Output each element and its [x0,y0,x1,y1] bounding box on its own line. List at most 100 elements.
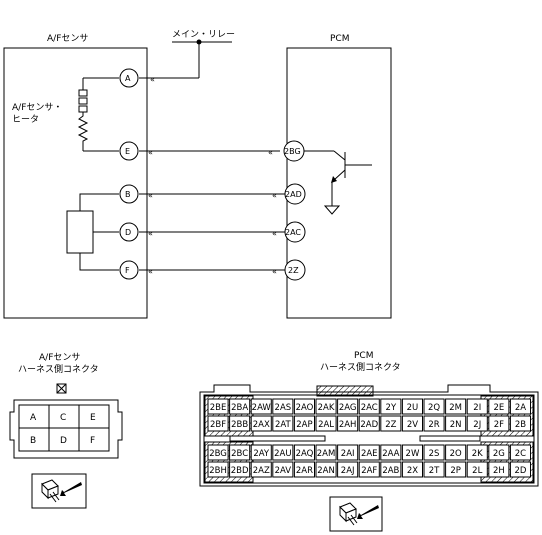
pcm-connector-title-2: ハーネス側コネクタ [320,361,401,373]
af-cell-d: D [60,436,67,446]
pcm-pin-label: 2M [449,403,462,413]
pcm-pin-cell [250,415,272,432]
pcm-pin-label: 2AM [317,449,336,459]
pcm-title: PCM [330,34,349,44]
sensor-element [66,210,94,254]
pcm-pin-label: 2G [493,449,505,459]
pcm-pin-cell [250,398,272,415]
heater-label-1: A/Fセンサ・ [12,102,62,113]
pcm-pin-cell [358,415,380,432]
pcm-pin-cell [358,444,380,461]
pcm-pin-cell [445,415,467,432]
pcm-pin-label: 2BE [210,403,227,413]
af-cell-f: F [90,436,95,446]
svg-text:«: « [150,75,155,84]
svg-text:«: « [148,267,153,276]
pcm-pin-label: 2A [515,403,526,413]
pcm-pin-cell [293,398,315,415]
pcm-pin-cell [380,398,402,415]
pcm-pin-label: 2AI [341,449,355,459]
svg-text:«: « [272,229,277,238]
pcm-pin-label: 2AV [275,466,292,476]
svg-text:«: « [148,229,153,238]
pcm-pin-cell [380,461,402,478]
svg-text:«: « [148,191,153,200]
pcm-pin-label: 2AZ [253,466,270,476]
svg-text:A: A [125,74,131,83]
sensor-pin-b [119,184,139,204]
heater-label-2: ヒータ [12,114,39,125]
svg-text:«: « [272,267,277,276]
pcm-pin-cell [423,444,445,461]
af-cell-a: A [30,413,37,423]
pcm-pin-label: 2AN [317,466,335,476]
pcm-pin-label: 2AF [361,466,377,476]
pcm-pin-label: 2N [450,420,462,430]
pcm-pin-cell [488,398,510,415]
pcm-pin-cell [466,444,488,461]
pcm-pin-label: 2T [429,466,440,476]
svg-text:2AD: 2AD [285,190,302,199]
pcm-pin-cell [466,398,488,415]
pcm-pin-label: 2K [472,449,483,459]
pcm-pin-label: 2U [407,403,419,413]
pcm-pin-label: 2Y [386,403,397,413]
pcm-pin-cell [293,461,315,478]
pcm-pin-label: 2AK [318,403,335,413]
af-cell-e: E [90,413,96,423]
main-relay-label: メイン・リレー [172,30,235,40]
pcm-pin-2z [284,259,306,281]
pcm-pin-label: 2O [450,449,462,459]
pcm-pin-2ac [284,221,306,243]
pcm-pin-cell [337,415,359,432]
af-sensor-title: A/Fセンサ [47,33,88,44]
pcm-pin-label: 2BD [231,466,249,476]
af-cell-c: C [60,413,66,423]
pcm-pin-cell [401,444,423,461]
pcm-pin-cell [272,398,294,415]
pcm-pin-label: 2AU [274,449,291,459]
pcm-pin-label: 2AL [318,420,334,430]
pcm-pin-label: 2AP [296,420,312,430]
pcm-pin-cell [466,461,488,478]
pcm-pin-label: 2D [514,466,526,476]
pcm-pin-label: 2AT [275,420,292,430]
pcm-connector-title-1: PCM [354,351,373,361]
pcm-pin-cell [423,415,445,432]
af-harness-connector: A/Fセンサ ハーネス側コネクタ A C E B D F [9,352,123,509]
pcm-pin-label: 2H [493,466,505,476]
pcm-pin-cell [207,444,229,461]
pcm-pin-cell [488,444,510,461]
svg-text:D: D [125,228,131,237]
wiring-diagram: A/Fセンサ PCM メイン・リレー « A/Fセンサ・ ヒータ A E B D [3,30,392,319]
svg-text:B: B [125,190,131,199]
pcm-pin-label: 2BB [231,420,248,430]
pcm-pin-label: 2I [473,403,481,413]
svg-text:«: « [148,148,153,157]
pcm-pin-label: 2W [406,449,420,459]
pcm-pin-label: 2AE [361,449,378,459]
af-sensor-box [3,47,148,319]
pcm-pin-cell [229,444,251,461]
connector-view-icon [31,473,87,509]
pcm-pin-label: 2AY [253,449,270,459]
pcm-pin-label: 2E [493,403,504,413]
svg-text:2BG: 2BG [284,147,301,156]
pcm-pin-cell [445,444,467,461]
pcm-pin-label: 2V [407,420,418,430]
pcm-pin-label: 2AC [361,403,378,413]
pcm-pin-label: 2F [494,420,504,430]
pcm-box [286,47,392,319]
svg-text:«: « [272,191,277,200]
pcm-pin-cell [250,444,272,461]
pcm-pin-label: 2BG [209,449,227,459]
pcm-pin-label: 2S [429,449,440,459]
pcm-pin-cell [401,415,423,432]
pcm-pin-label: 2AB [382,466,399,476]
pcm-pin-cell [250,461,272,478]
pcm-pin-label: 2AO [296,403,314,413]
pcm-connector-view-icon [329,496,383,532]
pcm-pin-label: 2P [450,466,461,476]
